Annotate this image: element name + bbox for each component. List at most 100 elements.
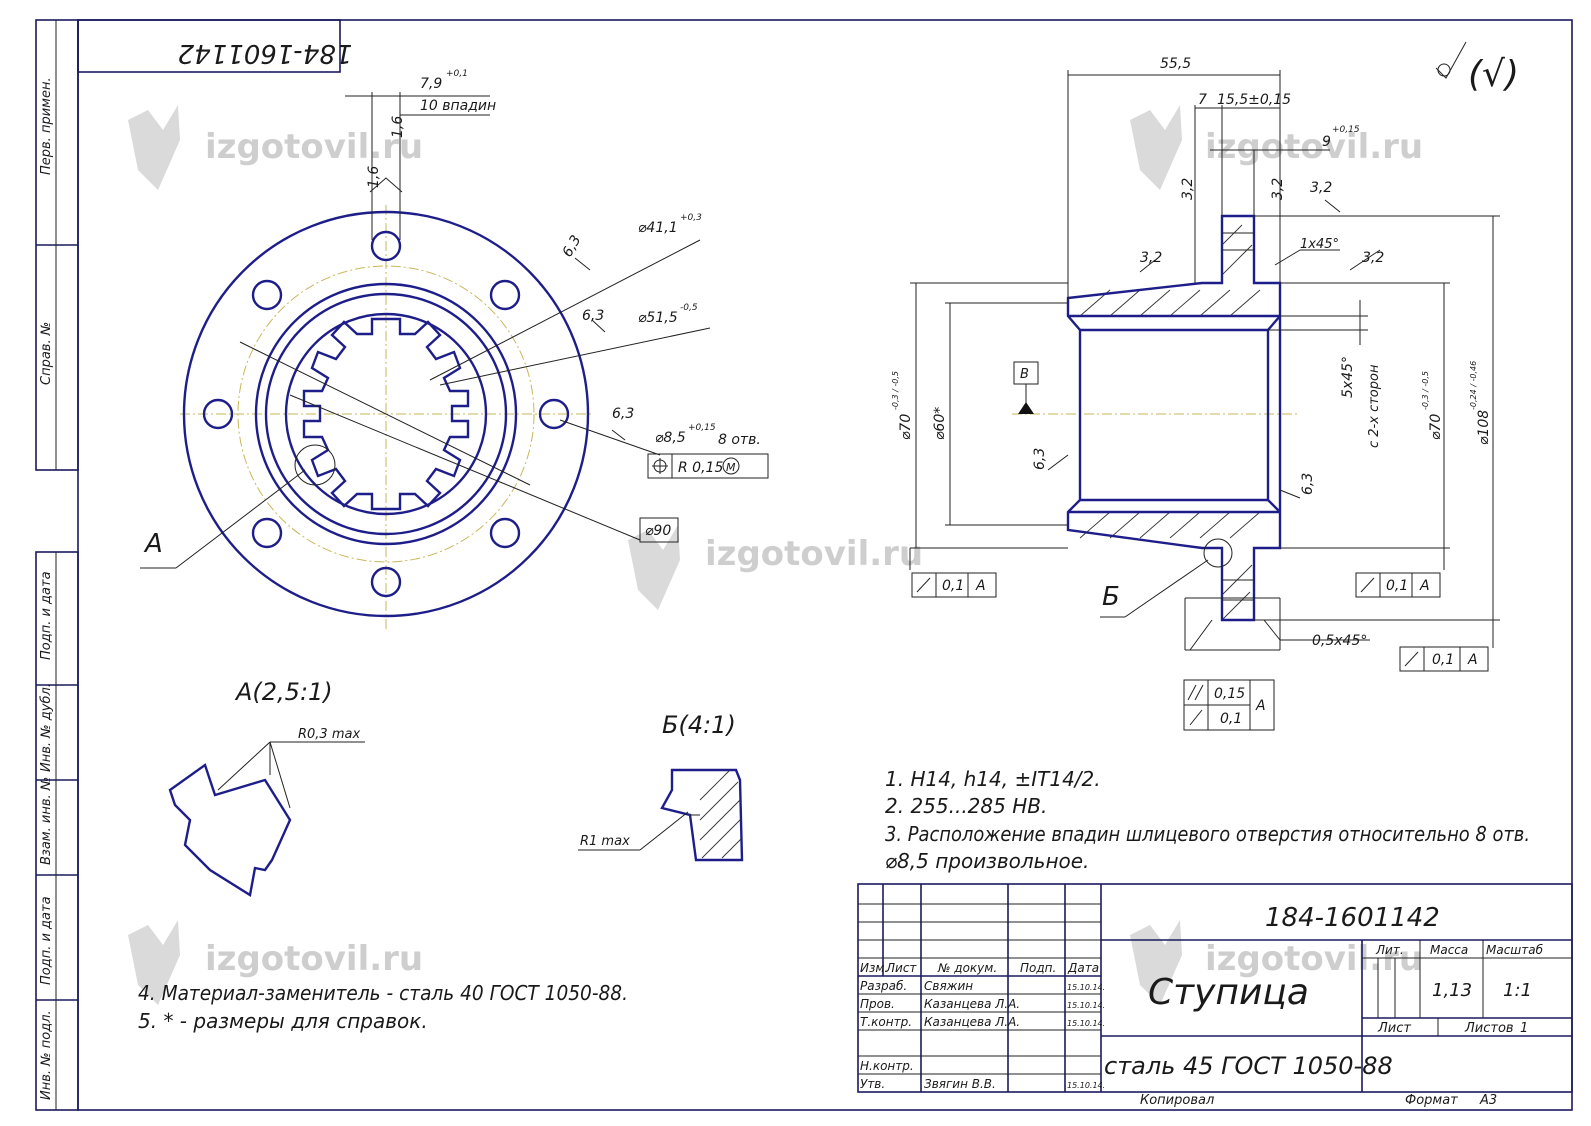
- chamfer-5x45: 5x45°: [1340, 356, 1356, 398]
- runout-left-datum: A: [975, 578, 986, 594]
- note-5: 5. * - размеры для справок.: [138, 1009, 428, 1033]
- lit-label: Лит.: [1375, 943, 1404, 957]
- side-label-podp-data-1: Подп. и дата: [39, 571, 54, 660]
- col-doc: № докум.: [937, 961, 997, 975]
- dim-7-9: 7,9: [420, 76, 442, 92]
- rough-6-3-a: 6,3: [560, 233, 585, 260]
- date-utv: 15.10.14.: [1067, 1081, 1105, 1090]
- watermarks: izgotovil.ru izgotovil.ru izgotovil.ru i…: [128, 105, 1423, 1005]
- watermark-text-2: izgotovil.ru: [1205, 127, 1423, 167]
- runout-left-value: 0,1: [942, 578, 964, 594]
- scale-label: Масштаб: [1486, 943, 1544, 957]
- name-utv: Звягин В.В.: [924, 1077, 996, 1091]
- note-4: 4. Материал-заменитель - сталь 40 ГОСТ 1…: [138, 981, 628, 1005]
- role-nkontr: Н.контр.: [860, 1059, 914, 1073]
- name-prov: Казанцева Л.А.: [924, 997, 1020, 1011]
- watermark-text-3: izgotovil.ru: [705, 534, 923, 574]
- bolt-holes: [202, 230, 570, 598]
- dim-dia-8-5-tol: +0,15: [688, 423, 716, 433]
- technical-notes: 1. H14, h14, ±IT14/2. 2. 255...285 HB. 3…: [138, 767, 1530, 1033]
- runout-right-value: 0,1: [1386, 578, 1408, 594]
- roughness-general-mark: (√): [1435, 41, 1519, 95]
- mass-label: Масса: [1430, 943, 1468, 957]
- part-title: Ступица: [1148, 972, 1309, 1013]
- rough-3-2-d: 3,2: [1140, 250, 1162, 266]
- title-block: Изм. Лист № докум. Подп. Дата Разраб. Св…: [857, 883, 1573, 1108]
- runout-frame-bottom: 0,1 A: [1399, 646, 1489, 672]
- dim-dia-8-5: ⌀8,5: [655, 430, 686, 446]
- rough-6-3-b: 6,3: [582, 308, 604, 324]
- dim-dia-51: ⌀51,5: [638, 310, 678, 326]
- sheet-label: Лист: [1377, 1021, 1411, 1036]
- watermark-logo-icon: [628, 525, 680, 610]
- col-list: Лист: [885, 961, 917, 975]
- copied-label: Копировал: [1140, 1093, 1214, 1108]
- dim-9: 9: [1322, 134, 1331, 150]
- note-1: 1. H14, h14, ±IT14/2.: [885, 767, 1101, 791]
- col-data: Дата: [1067, 961, 1099, 975]
- detail-b-radius: R1 max: [580, 834, 630, 849]
- side-strip: Перв. примен. Справ. № Подп. и дата Инв.…: [39, 77, 54, 1100]
- dim-dia-70-right: ⌀70: [1428, 414, 1444, 440]
- section-view: [909, 70, 1500, 651]
- dim-dia-41: ⌀41,1: [638, 220, 678, 236]
- role-prov: Пров.: [860, 997, 895, 1011]
- runout-right-datum: A: [1419, 578, 1430, 594]
- side-label-sprav-no: Справ. №: [39, 322, 54, 385]
- dim-dia-108: ⌀108: [1476, 410, 1492, 445]
- chamfer-1x45: 1x45°: [1300, 237, 1339, 252]
- pos-tol-value: R 0,15: [678, 460, 723, 476]
- watermark-logo-icon: [1130, 920, 1182, 1005]
- rough-3-2-e: 3,2: [1362, 250, 1384, 266]
- section-view-labels: 55,5 7 15,5±0,15 9 +0,15 3,2 3,2 3,2 3,2…: [891, 56, 1492, 731]
- dim-7-9-tol: +0,1: [446, 69, 468, 79]
- watermark-text-4: izgotovil.ru: [205, 939, 423, 979]
- format-value: A3: [1479, 1093, 1497, 1108]
- runout-bottom-datum: A: [1467, 652, 1478, 668]
- rough-3-2-a: 3,2: [1180, 178, 1196, 200]
- date-tkontr: 15.10.14.: [1067, 1019, 1105, 1028]
- watermark-logo-icon: [128, 105, 180, 190]
- col-izm: Изм.: [860, 961, 888, 975]
- watermark-logo-icon: [128, 920, 180, 1005]
- dim-dia-70-left-tol: -0,3 / -0,5: [891, 371, 900, 410]
- format-label: Формат: [1405, 1093, 1458, 1108]
- side-label-perv-primen: Перв. примен.: [39, 77, 54, 175]
- dim-dia-108-tol: -0,24 / -0,46: [1469, 361, 1478, 410]
- watermark-text-5: izgotovil.ru: [1205, 939, 1423, 979]
- title-block-code: 184-1601142: [1265, 903, 1440, 933]
- detail-b: Б(4:1) R1 max: [578, 711, 744, 862]
- role-razrab: Разраб.: [860, 979, 907, 993]
- name-tkontr: Казанцева Л.А.: [924, 1015, 1020, 1029]
- role-utv: Утв.: [860, 1077, 885, 1091]
- dim-dia-41-tol: +0,3: [680, 213, 702, 223]
- position-tolerance-frame: R 0,15 M: [647, 453, 769, 479]
- side-label-inv-podl: Инв. № подл.: [39, 1010, 54, 1100]
- runout-bottom-value: 0,1: [1432, 652, 1454, 668]
- rough-6-3-c: 6,3: [612, 406, 634, 422]
- watermark-text-1: izgotovil.ru: [205, 127, 423, 167]
- note-3a: 3. Расположение впадин шлицевого отверст…: [885, 822, 1530, 846]
- front-view: [140, 92, 711, 630]
- dim-8-holes: 8 отв.: [718, 432, 761, 448]
- dim-dia-51-tol: -0,5: [680, 303, 698, 313]
- parallelism-frame: 0,15 0,1 A: [1183, 679, 1275, 731]
- date-razrab: 15.10.14.: [1067, 983, 1105, 992]
- dim-55-5: 55,5: [1160, 56, 1191, 72]
- runout-frame-left: 0,1 A: [911, 572, 997, 598]
- dim-7: 7: [1198, 92, 1207, 108]
- parallel-datum: A: [1255, 698, 1266, 714]
- detail-a: A(2,5:1) R0,3 max: [168, 678, 365, 897]
- detail-a-radius: R0,3 max: [298, 727, 360, 742]
- side-label-inv-dubl: Инв. № дубл.: [39, 683, 54, 772]
- datum-b: B: [1020, 367, 1029, 382]
- detail-a-title: A(2,5:1): [234, 678, 333, 706]
- rough-6-3-section-a: 6,3: [1032, 448, 1048, 470]
- front-view-labels: 7,9 +0,1 10 впадин 1,6 1,6 ⌀41,1 +0,3 6,…: [143, 69, 769, 559]
- chamfer-5-note: с 2-х сторон: [1367, 364, 1382, 448]
- rough-1-6-b: 1,6: [390, 116, 406, 138]
- dim-dia-70-left: ⌀70: [898, 414, 914, 440]
- sheets-value: 1: [1520, 1021, 1528, 1036]
- col-podp: Подп.: [1020, 961, 1056, 975]
